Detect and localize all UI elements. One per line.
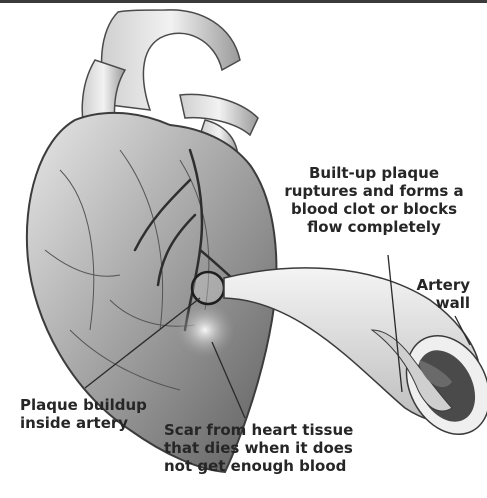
scar-label-line3: not get enough blood [164,457,374,475]
aorta-arch [102,10,240,110]
plaque-label-line1: Plaque buildup [20,396,170,414]
rupture-label-line2: ruptures and forms a [282,182,466,200]
artery-wall-label-line2: wall [400,294,470,312]
blockage-circle [192,272,224,304]
rupture-label-line1: Built-up plaque [282,164,466,182]
rupture-label-line4: flow completely [282,218,466,236]
plaque-label-line2: inside artery [20,414,170,432]
scar-label: Scar from heart tissue that dies when it… [164,421,374,475]
rupture-label-line3: blood clot or blocks [282,200,466,218]
plaque-label: Plaque buildup inside artery [20,396,170,432]
scar-label-line1: Scar from heart tissue [164,421,374,439]
rupture-label: Built-up plaque ruptures and forms a blo… [282,164,466,236]
artery-wall-label: Artery wall [400,276,470,312]
scar-label-line2: that dies when it does [164,439,374,457]
artery-wall-label-line1: Artery [400,276,470,294]
top-border [0,0,487,3]
